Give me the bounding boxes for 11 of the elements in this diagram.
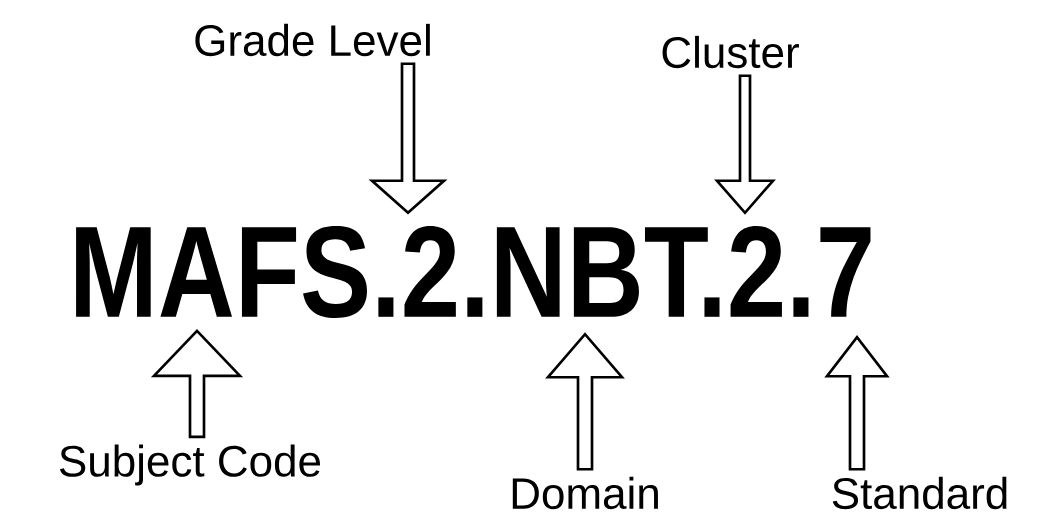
caption-text: Domain <box>512 476 658 510</box>
arrow <box>714 74 776 215</box>
arrow <box>150 328 244 439</box>
caption-text: Standard <box>832 476 1007 510</box>
code-text: MAFS.2.NBT.2.7 <box>76 225 871 319</box>
arrow <box>545 332 625 471</box>
caption-text: Subject Code <box>59 444 321 486</box>
arrow <box>368 62 448 215</box>
arrow <box>824 335 890 471</box>
caption-text: Cluster <box>662 35 799 69</box>
caption-text: Grade Level <box>195 23 430 57</box>
